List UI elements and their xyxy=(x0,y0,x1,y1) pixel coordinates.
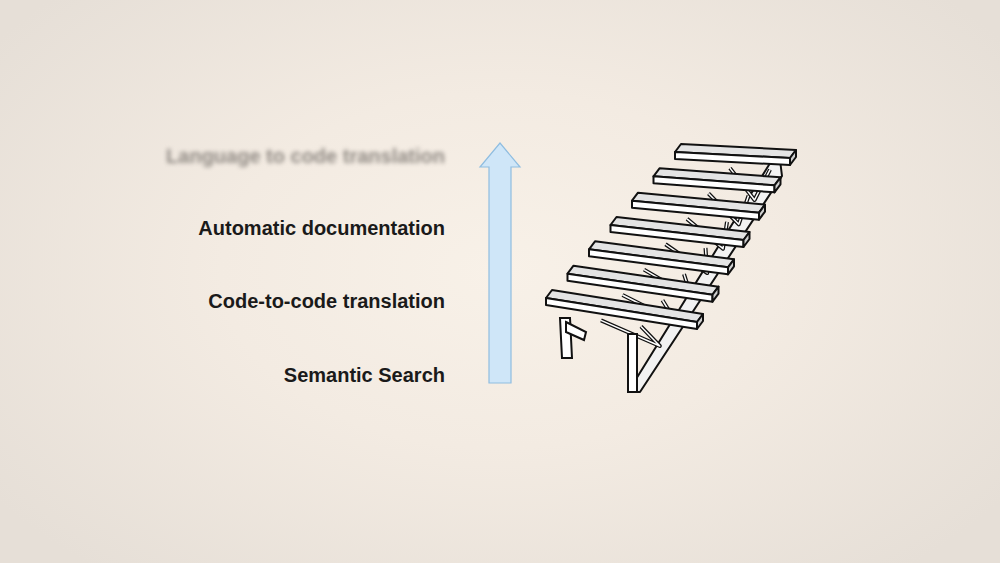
tread xyxy=(697,314,703,329)
tread xyxy=(775,177,781,192)
tread xyxy=(611,225,744,247)
tread xyxy=(546,298,697,329)
tread xyxy=(632,201,759,220)
tread xyxy=(713,287,719,302)
tread xyxy=(728,259,734,274)
level-label: Automatic documentation xyxy=(198,216,445,240)
tread xyxy=(790,150,796,165)
level-label: Language to code translation xyxy=(166,144,445,168)
arrow-shape xyxy=(480,143,520,383)
level-label: Code-to-code translation xyxy=(208,289,445,313)
rear-post xyxy=(628,334,637,392)
leg-brace xyxy=(566,322,586,340)
tread xyxy=(675,152,790,165)
tread xyxy=(744,232,750,247)
tread xyxy=(759,205,765,220)
tread xyxy=(654,176,775,192)
up-arrow xyxy=(480,143,520,383)
staircase xyxy=(546,144,796,392)
level-label: Semantic Search xyxy=(284,363,445,387)
